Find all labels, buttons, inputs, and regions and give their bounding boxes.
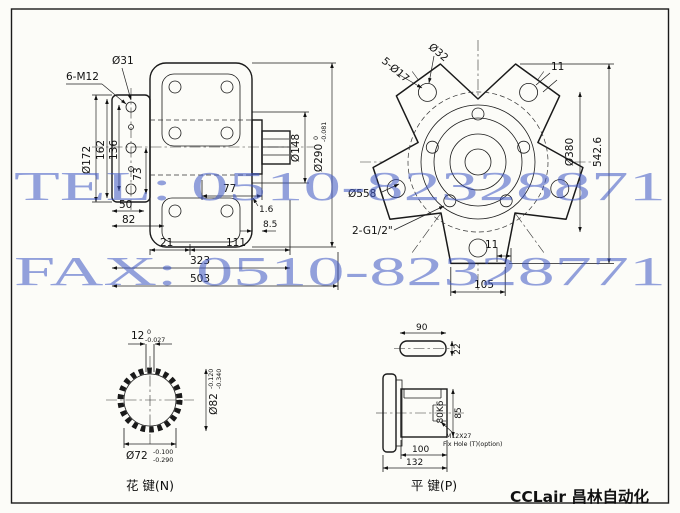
dim-d172: Ø172 xyxy=(81,146,93,174)
dim-w12-lo: -0.027 xyxy=(145,337,165,344)
dim-b11: 11 xyxy=(485,239,498,251)
dim-d290: Ø290 xyxy=(313,144,325,172)
side-view-dimensions: 6-M12 Ø31 Ø172 162 136 73 50 82 xyxy=(66,55,339,290)
dim-136: 136 xyxy=(108,140,120,160)
dim-323: 323 xyxy=(190,255,210,267)
dim-5d17: 5-Ø17 xyxy=(379,55,411,85)
dim-d82-hi: -0.120 xyxy=(208,369,215,389)
key-shaft xyxy=(376,373,464,453)
front-view-bolt-holes xyxy=(425,107,531,208)
watermark-tel: TEL: 0510-82328871 xyxy=(14,163,666,209)
dim-note: Fix Hole (T)(option) xyxy=(443,441,502,448)
spline-teeth xyxy=(117,367,183,433)
dim-d558: Ø558 xyxy=(348,188,376,200)
spline-caption: 花 键(N) xyxy=(126,478,174,493)
dim-t11: 11 xyxy=(551,61,564,73)
dim-d380: Ø380 xyxy=(564,138,576,166)
dim-50: 50 xyxy=(119,199,132,211)
dim-d290-tol-lo: -0.081 xyxy=(321,122,328,142)
dim-21: 21 xyxy=(160,237,173,249)
dim-ports: 2-G1/2" xyxy=(352,225,393,237)
front-view-lobe-holes xyxy=(386,83,570,258)
dim-503: 503 xyxy=(190,273,210,285)
dim-thread: M12X27 xyxy=(446,433,471,440)
front-view: Ø32 5-Ø17 11 Ø380 542.6 Ø558 2-G1/2" 11 xyxy=(348,40,614,296)
dim-w12-hi: 0 xyxy=(147,329,151,336)
dim-8-5: 8.5 xyxy=(263,220,277,230)
dim-1-6: 1.6 xyxy=(259,205,274,215)
key-dimensions: 80K6 85 M12X27 Fix Hole (T)(option) 100 … xyxy=(382,388,502,472)
dim-73: 73 xyxy=(132,167,144,180)
front-view-dimensions: Ø32 5-Ø17 11 Ø380 542.6 Ø558 2-G1/2" 11 xyxy=(348,41,614,296)
dim-82: 82 xyxy=(122,214,135,226)
dim-b105: 105 xyxy=(474,279,494,291)
dim-t90: 90 xyxy=(416,323,428,333)
dim-d32: Ø32 xyxy=(426,41,450,64)
watermark-fax: FAX: 0510-82328771 xyxy=(14,248,666,294)
spline-view: 12 0 -0.027 Ø82 -0.120 -0.340 Ø72 -0.100… xyxy=(106,329,223,493)
dim-d148: Ø148 xyxy=(290,134,302,162)
dim-w12: 12 xyxy=(131,330,144,342)
dim-d82: Ø82 xyxy=(208,393,220,415)
dim-b100: 100 xyxy=(412,445,429,455)
side-view-shaft xyxy=(251,119,291,175)
key-view: 90 22 80K6 85 M12X27 Fix Hole (T)(option… xyxy=(376,323,502,493)
dim-542-6: 542.6 xyxy=(592,137,604,167)
dim-shaft-fit: 80K6 xyxy=(436,400,446,423)
key-caption: 平 键(P) xyxy=(411,478,457,493)
dim-v85: 85 xyxy=(454,407,464,418)
dim-6m12: 6-M12 xyxy=(66,71,99,83)
watermark: TEL: 0510-82328871 FAX: 0510-82328771 xyxy=(14,163,666,294)
dim-d31: Ø31 xyxy=(112,55,134,67)
dim-d72: Ø72 xyxy=(126,450,148,462)
dim-d82-lo: -0.340 xyxy=(216,369,223,389)
dim-d72-hi: -0.100 xyxy=(153,449,173,456)
dim-111: 111 xyxy=(226,237,246,249)
dim-t22: 22 xyxy=(453,343,463,354)
dim-d72-lo: -0.290 xyxy=(153,457,173,464)
dim-77: 77 xyxy=(223,183,236,195)
dim-162: 162 xyxy=(95,140,107,160)
side-view: 6-M12 Ø31 Ø172 162 136 73 50 82 xyxy=(66,55,339,290)
brand-text: CCLair 昌林自动化 xyxy=(510,487,649,506)
front-view-casing xyxy=(372,63,584,265)
dim-b132: 132 xyxy=(406,458,423,468)
spline-dimensions: 12 0 -0.027 Ø82 -0.120 -0.340 Ø72 -0.100… xyxy=(123,329,223,464)
sheet-border xyxy=(10,8,670,504)
side-view-body xyxy=(149,62,253,248)
dim-d290-tol-hi: 0 xyxy=(313,136,320,140)
